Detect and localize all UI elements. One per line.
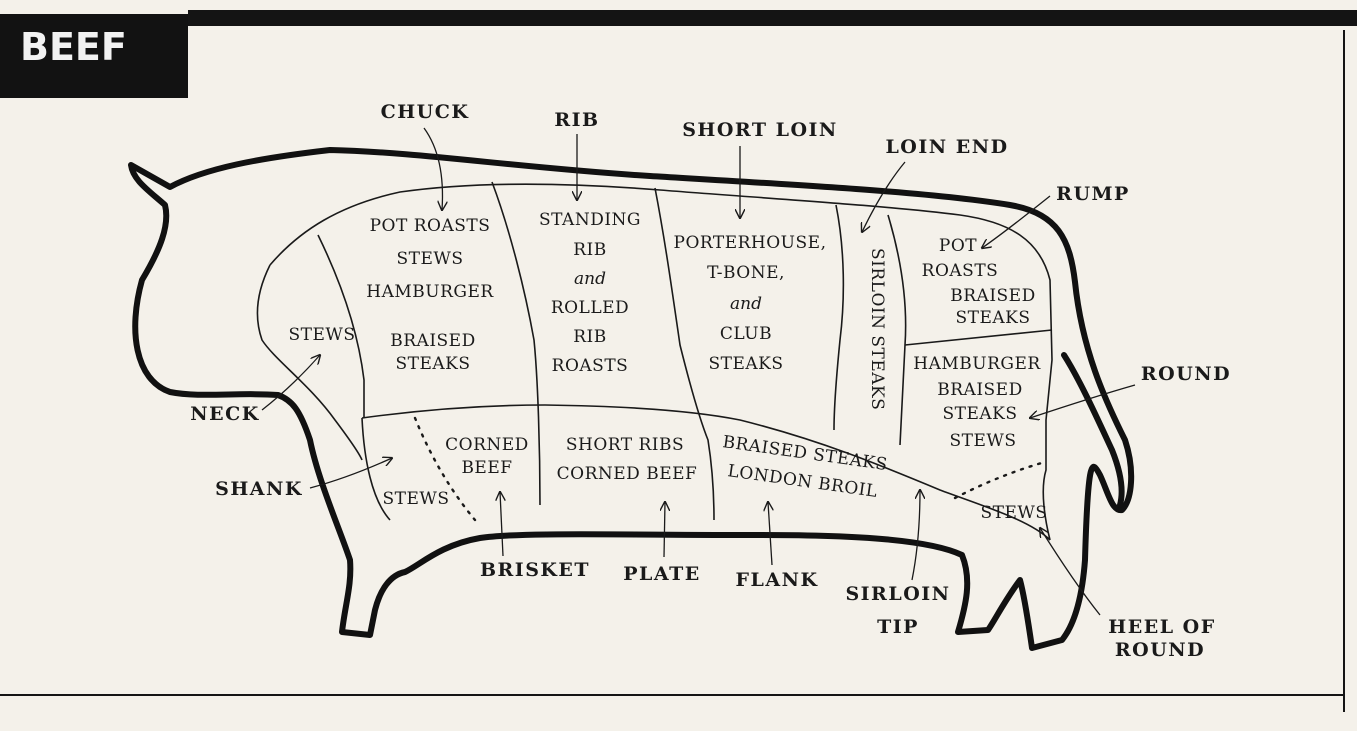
label-rump: RUMP bbox=[1056, 183, 1130, 205]
rib-standing: STANDING bbox=[539, 210, 641, 230]
round-hamburger: HAMBURGER bbox=[913, 354, 1041, 374]
plate-corned-beef: CORNED BEEF bbox=[557, 464, 698, 484]
rump-braised: BRAISED bbox=[950, 286, 1035, 306]
dotted-lines bbox=[413, 416, 1047, 522]
label-heel-of-round-2: ROUND bbox=[1115, 639, 1205, 661]
rib-roasts: ROASTS bbox=[552, 356, 629, 376]
label-brisket: BRISKET bbox=[480, 559, 590, 581]
label-short-loin: SHORT LOIN bbox=[682, 119, 838, 141]
title-badge: BEEF bbox=[0, 14, 188, 98]
round-braised: BRAISED bbox=[937, 380, 1022, 400]
label-loin-end: LOIN END bbox=[885, 136, 1008, 158]
chuck-steaks: STEAKS bbox=[395, 354, 470, 374]
short-loin-steaks: STEAKS bbox=[708, 354, 783, 374]
label-shank: SHANK bbox=[215, 478, 303, 500]
brisket-corned: CORNED bbox=[445, 435, 529, 455]
rump-steaks: STEAKS bbox=[955, 308, 1030, 328]
label-sirloin-tip-1: SIRLOIN bbox=[845, 583, 950, 605]
callout-labels: CHUCK RIB SHORT LOIN LOIN END RUMP ROUND… bbox=[190, 101, 1231, 661]
page-frame bbox=[0, 10, 1357, 712]
label-neck: NECK bbox=[190, 403, 260, 425]
brisket-beef: BEEF bbox=[461, 458, 512, 478]
rib-rib-2: RIB bbox=[573, 327, 607, 347]
label-flank: FLANK bbox=[736, 569, 819, 591]
callout-arrows bbox=[261, 127, 1136, 616]
label-round: ROUND bbox=[1141, 363, 1231, 385]
short-loin-tbone: T-BONE, bbox=[707, 263, 785, 283]
rib-and: and bbox=[574, 269, 606, 289]
rib-rolled: ROLLED bbox=[551, 298, 629, 318]
short-loin-porterhouse: PORTERHOUSE, bbox=[674, 233, 827, 253]
rib-rib: RIB bbox=[573, 240, 607, 260]
rump-roasts: ROASTS bbox=[922, 261, 999, 281]
label-heel-of-round-1: HEEL OF bbox=[1108, 616, 1215, 638]
label-chuck: CHUCK bbox=[381, 101, 470, 123]
chuck-stews: STEWS bbox=[396, 249, 463, 269]
short-loin-cut-text: PORTERHOUSE, T-BONE, and CLUB STEAKS bbox=[674, 233, 827, 374]
cow-outline bbox=[128, 147, 1135, 651]
page-title: BEEF bbox=[20, 25, 127, 69]
round-stews: STEWS bbox=[949, 431, 1016, 451]
rump-cut-text: POT ROASTS BRAISED STEAKS bbox=[922, 236, 1036, 328]
chuck-pot-roasts: POT ROASTS bbox=[370, 216, 491, 236]
rump-pot: POT bbox=[939, 236, 977, 256]
label-sirloin-tip-2: TIP bbox=[877, 616, 919, 638]
label-rib: RIB bbox=[554, 109, 599, 131]
shank-stews: STEWS bbox=[382, 489, 449, 509]
heel-stews: STEWS bbox=[980, 503, 1047, 523]
neck-stews: STEWS bbox=[288, 325, 355, 345]
chuck-cut-text: POT ROASTS STEWS HAMBURGER BRAISED STEAK… bbox=[366, 216, 494, 374]
chuck-braised: BRAISED bbox=[390, 331, 475, 351]
round-cut-text: HAMBURGER BRAISED STEAKS STEWS bbox=[913, 354, 1041, 451]
short-loin-and: and bbox=[730, 294, 762, 314]
cut-lines bbox=[256, 181, 1053, 541]
sirloin-steaks: SIRLOIN STEAKS bbox=[867, 248, 887, 410]
plate-short-ribs: SHORT RIBS bbox=[566, 435, 684, 455]
rib-cut-text: STANDING RIB and ROLLED RIB ROASTS bbox=[539, 210, 641, 376]
chuck-hamburger: HAMBURGER bbox=[366, 282, 494, 302]
label-plate: PLATE bbox=[623, 563, 700, 585]
round-steaks: STEAKS bbox=[942, 404, 1017, 424]
short-loin-club: CLUB bbox=[720, 324, 772, 344]
